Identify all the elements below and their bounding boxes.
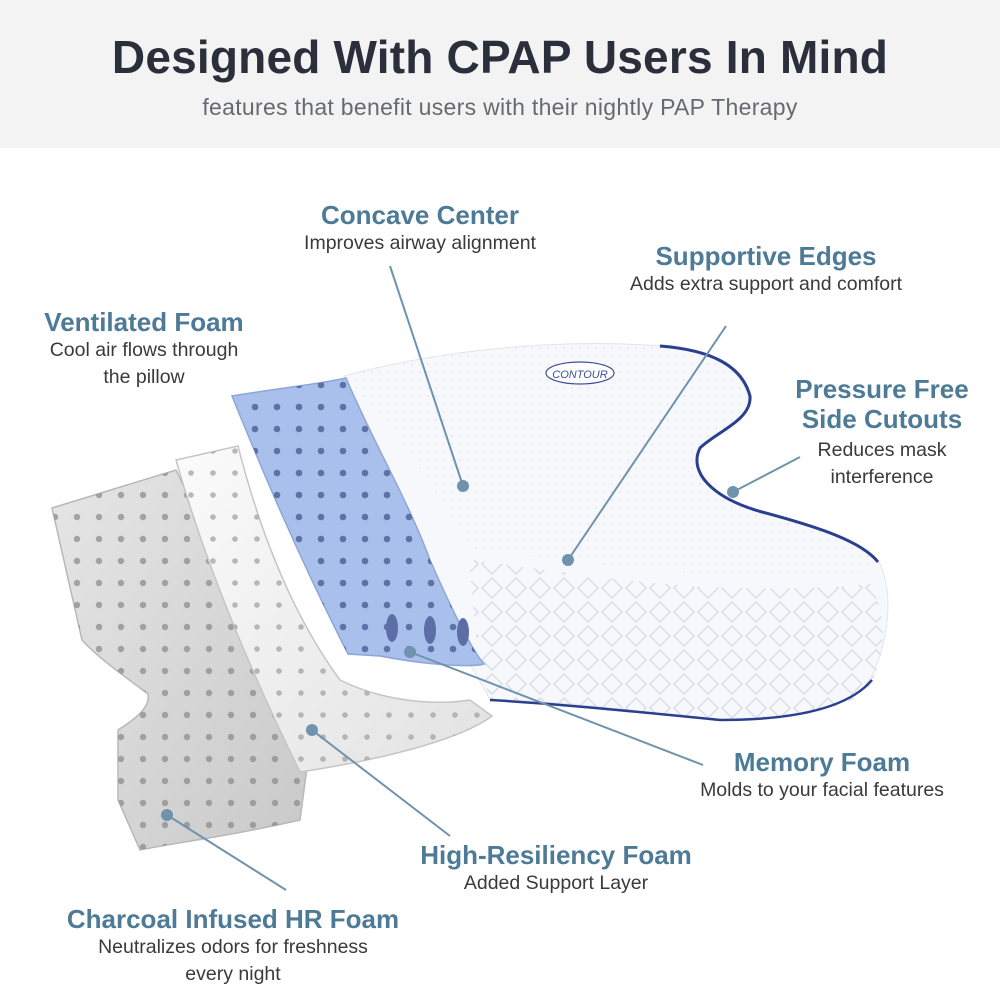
pressure-free-leader	[732, 456, 801, 493]
memory-foam-leader	[409, 651, 704, 766]
pressure-free-description-line-1: Reduces mask	[817, 439, 947, 461]
ventilated-foam-description-line-2: the pillow	[103, 366, 185, 388]
concave-center-description: Improves airway alignment	[304, 232, 536, 254]
concave-center-leader	[389, 265, 464, 487]
supportive-edges-description: Adds extra support and comfort	[629, 273, 903, 295]
memory-foam-description: Molds to your facial features	[700, 779, 944, 801]
supportive-edges-title: Supportive Edges	[655, 241, 877, 271]
memory-foam-title: Memory Foam	[733, 747, 911, 777]
page-title: Designed With CPAP Users In Mind	[111, 31, 889, 83]
high-resiliency-description: Added Support Layer	[463, 872, 649, 894]
ventilated-foam-description-line-1: Cool air flows through	[49, 339, 239, 361]
brand-logo-badge	[545, 361, 615, 385]
memory-foam-marker	[404, 646, 416, 658]
pillow-cover: CONTOUR	[343, 343, 889, 722]
memory-foam-label: Memory Foam Molds to your facial feature…	[664, 747, 980, 804]
high-resiliency-label: High-Resiliency Foam Added Support Layer	[380, 840, 732, 897]
charcoal-foam-description-line-2: every night	[185, 963, 281, 985]
ventilated-foam-title: Ventilated Foam	[44, 307, 244, 337]
pressure-free-marker	[727, 486, 739, 498]
concave-center-marker	[457, 480, 469, 492]
high-resiliency-marker	[306, 724, 318, 736]
high-resiliency-foam-layer	[175, 445, 494, 773]
memory-foam-layer	[230, 377, 486, 667]
supportive-edges-marker	[562, 554, 574, 566]
header-banner: Designed With CPAP Users In Mind feature…	[0, 0, 1000, 148]
charcoal-foam-description-line-1: Neutralizes odors for freshness	[98, 936, 368, 958]
pressure-free-description-line-2: interference	[830, 466, 934, 488]
concave-center-title: Concave Center	[321, 200, 519, 230]
ventilated-foam-label: Ventilated Foam Cool air flows through t…	[14, 307, 274, 391]
supportive-edges-leader	[567, 325, 727, 561]
charcoal-foam-marker	[161, 809, 173, 821]
charcoal-foam-leader	[166, 814, 287, 891]
high-resiliency-leader	[311, 729, 451, 837]
supportive-edges-label: Supportive Edges Adds extra support and …	[590, 241, 942, 298]
pressure-free-label: Pressure Free Side Cutouts Reduces mask …	[766, 374, 998, 491]
high-resiliency-title: High-Resiliency Foam	[420, 840, 692, 870]
charcoal-foam-label: Charcoal Infused HR Foam Neutralizes odo…	[30, 904, 436, 988]
charcoal-foam-title: Charcoal Infused HR Foam	[66, 904, 400, 934]
page-subtitle: features that benefit users with their n…	[202, 94, 798, 120]
brand-logo-text: CONTOUR	[552, 369, 607, 381]
pressure-free-title-line-1: Pressure Free	[795, 374, 969, 404]
concave-center-label: Concave Center Improves airway alignment	[258, 200, 582, 257]
pressure-free-title-line-2: Side Cutouts	[801, 404, 963, 434]
